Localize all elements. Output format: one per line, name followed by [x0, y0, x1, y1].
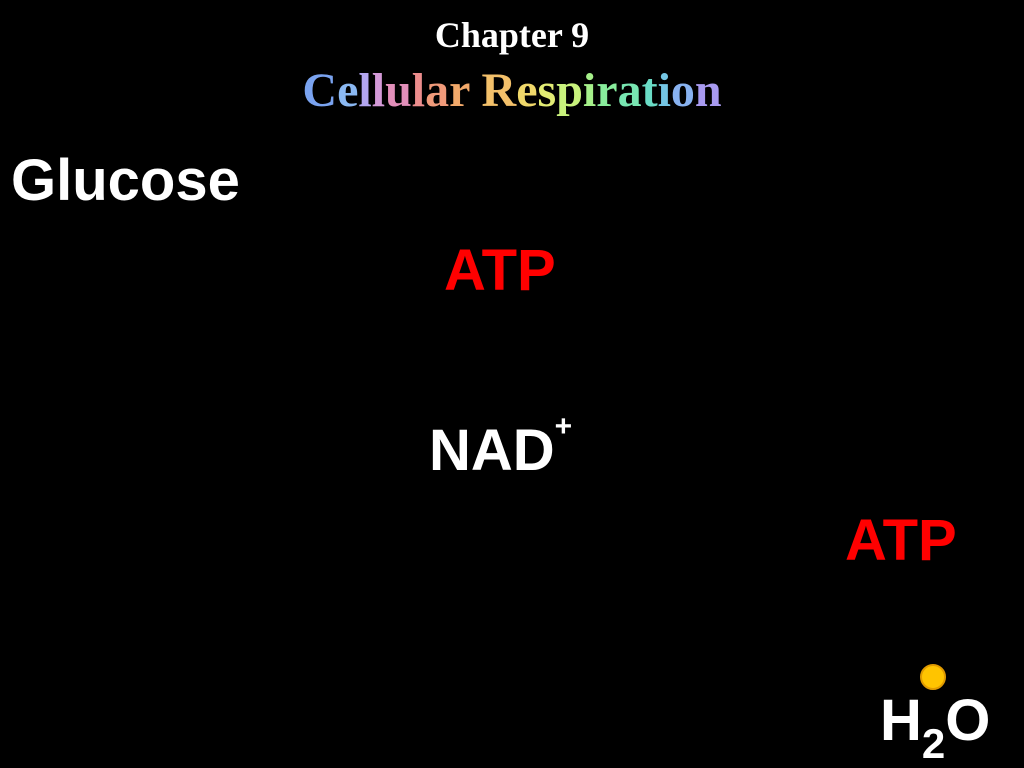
nad-text: NAD — [429, 418, 555, 483]
title-letter: a — [617, 64, 642, 117]
title-letter: p — [556, 64, 583, 117]
title-letter: s — [537, 64, 557, 117]
h2o-hydrogen: H — [880, 688, 922, 753]
title-letter: l — [371, 64, 386, 117]
electron-dot-icon — [920, 664, 946, 690]
title-letter: R — [481, 64, 517, 117]
title-letter — [470, 64, 482, 117]
title-letter: C — [302, 64, 338, 117]
atp-label-bottom: ATP — [845, 508, 957, 573]
title-letter: i — [657, 64, 671, 117]
title-letter: l — [358, 64, 372, 117]
title-letter: r — [596, 64, 618, 117]
h2o-oxygen: O — [945, 688, 991, 753]
title-letter: t — [641, 64, 658, 117]
nad-superscript: + — [554, 410, 573, 443]
atp-label-top: ATP — [444, 238, 556, 303]
title-letter: u — [385, 64, 412, 117]
h2o-subscript: 2 — [921, 720, 946, 767]
title-letter: a — [425, 64, 450, 117]
water-formula: H2O — [880, 688, 991, 767]
title-letter: n — [694, 64, 722, 117]
title-letter: e — [516, 64, 538, 117]
title-letter: o — [670, 64, 695, 117]
title-letter: l — [411, 64, 426, 117]
title-letter: i — [582, 64, 597, 117]
title-letter: r — [449, 64, 470, 117]
chapter-heading: Chapter 9 — [434, 15, 590, 55]
nad-label: NAD+ — [429, 412, 572, 484]
slide-title: Cellular Respiration — [0, 64, 1024, 118]
glucose-label: Glucose — [11, 148, 240, 213]
title-letter: e — [337, 64, 359, 117]
